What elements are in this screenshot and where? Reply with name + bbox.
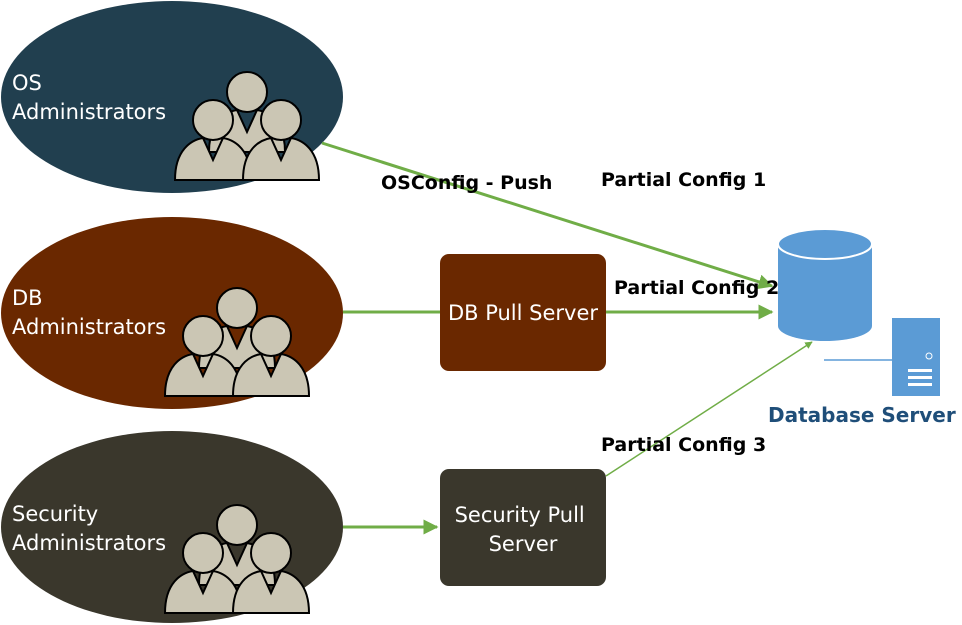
db-admin-label: DB Administrators <box>12 286 166 339</box>
security-pull-server-label: Security Pull Server <box>455 503 592 556</box>
db-pull-server-label: DB Pull Server <box>448 301 598 325</box>
server-tower-icon <box>892 318 940 396</box>
database-server-label: Database Server <box>768 403 956 427</box>
osconfig-push-label: OSConfig - Push <box>381 172 552 194</box>
security-pull-server-box <box>440 469 606 586</box>
partial-config-3-label: Partial Config 3 <box>601 434 766 456</box>
database-icon <box>777 228 873 341</box>
security-pull-to-server-arrow <box>605 341 813 477</box>
os-admin-label: OS Administrators <box>12 71 166 124</box>
partial-config-1-label: Partial Config 1 <box>601 169 766 191</box>
partial-config-2-label: Partial Config 2 <box>614 277 779 299</box>
os-push-arrow <box>321 141 774 290</box>
security-admin-label: Security Administrators <box>12 502 166 555</box>
db-pull-server-box <box>440 254 606 371</box>
